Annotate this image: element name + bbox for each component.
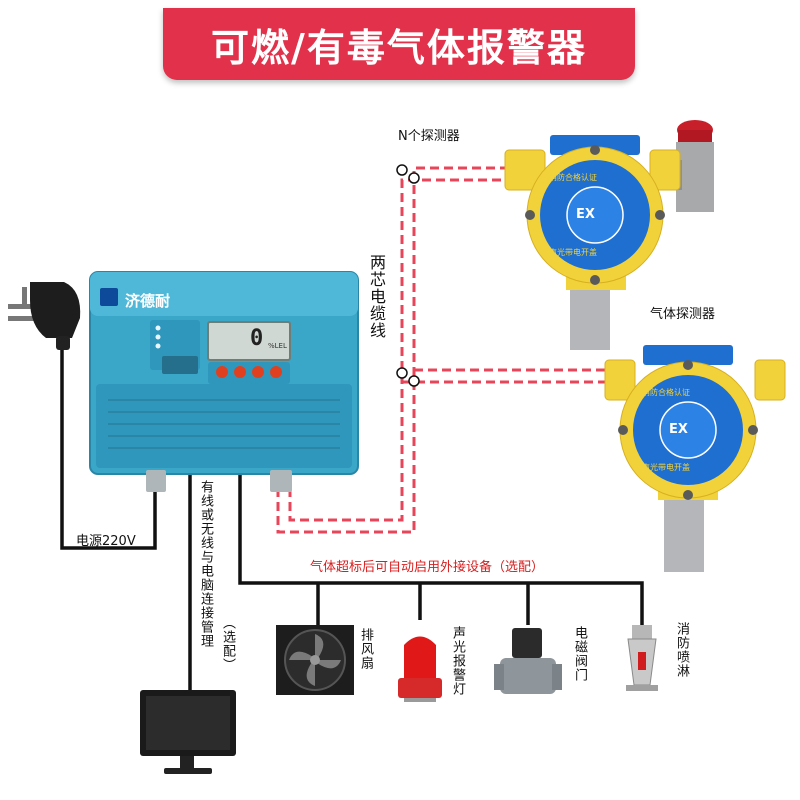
alarm-light-icon [398, 636, 442, 702]
label-two-core-cable: 两芯电缆线 [367, 254, 386, 339]
detector-1-ring-bottom: 声光带电开盖 [549, 248, 597, 257]
controller-unit [89, 271, 359, 492]
device-label-valve: 电磁阀门 [572, 626, 587, 682]
detector-2-ex-mark: EX [669, 422, 688, 437]
device-label-alarm-light: 声光报警灯 [450, 626, 465, 696]
detector-2-ring-top: 消防合格认证 [642, 388, 690, 397]
detector-1-ring-top: 消防合格认证 [549, 173, 597, 182]
cable-junctions [396, 164, 420, 387]
controller-display-value: 0 [250, 326, 264, 351]
gas-detector-2 [604, 345, 786, 572]
detector-2-ring-bottom: 声光带电开盖 [642, 463, 690, 472]
two-core-cable [276, 166, 620, 534]
sprinkler-icon [626, 625, 658, 691]
power-plug-icon [8, 282, 81, 350]
page-title: 可燃/有毒气体报警器 [163, 8, 635, 80]
black-cables [60, 330, 644, 692]
gas-detector-1 [504, 135, 681, 350]
exhaust-fan-icon [276, 625, 354, 695]
label-auto-start: 气体超标后可自动启用外接设备（选配） [310, 560, 545, 575]
label-n-detectors: N个探测器 [398, 129, 460, 144]
label-power: 电源220V [76, 534, 136, 549]
device-label-sprinkler: 消防喷淋 [674, 622, 689, 678]
solenoid-valve-icon [494, 628, 562, 694]
controller-brand: 济德耐 [125, 292, 171, 310]
computer-monitor-icon [140, 690, 236, 774]
controller-display-unit: %LEL [268, 342, 287, 350]
detector-1-ex-mark: EX [576, 207, 595, 222]
label-pc-connection: 有线或无线与电脑连接管理 [198, 480, 213, 648]
device-label-fan: 排风扇 [358, 628, 373, 670]
label-pc-optional: （选配） [220, 616, 235, 672]
label-gas-detector: 气体探测器 [650, 307, 716, 322]
